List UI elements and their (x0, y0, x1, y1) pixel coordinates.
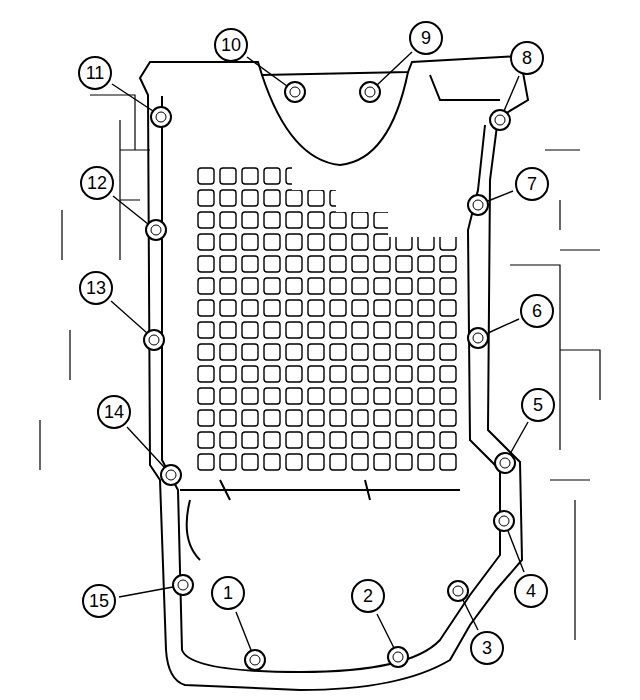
bolt-heads (144, 82, 515, 670)
callout-number: 5 (521, 388, 555, 422)
callout-number: 10 (214, 28, 248, 62)
callout-number: 7 (515, 167, 549, 201)
bolt-centers (149, 87, 510, 665)
callout-number: 3 (470, 631, 504, 665)
oil-pan-outline (140, 56, 528, 690)
baffle-grid (195, 165, 458, 473)
callout-number: 1 (211, 576, 245, 610)
callout-number: 6 (520, 294, 554, 328)
callout-number: 14 (97, 395, 131, 429)
engine-block-lines (40, 95, 600, 640)
callout-number: 9 (409, 21, 443, 55)
callout-number: 15 (82, 584, 116, 618)
leader-lines (111, 52, 528, 650)
callout-number: 11 (78, 56, 112, 90)
callout-number: 2 (351, 579, 385, 613)
callout-number: 12 (80, 166, 114, 200)
callout-number: 13 (79, 271, 113, 305)
callout-number: 8 (510, 41, 544, 75)
callout-number: 4 (514, 574, 548, 608)
